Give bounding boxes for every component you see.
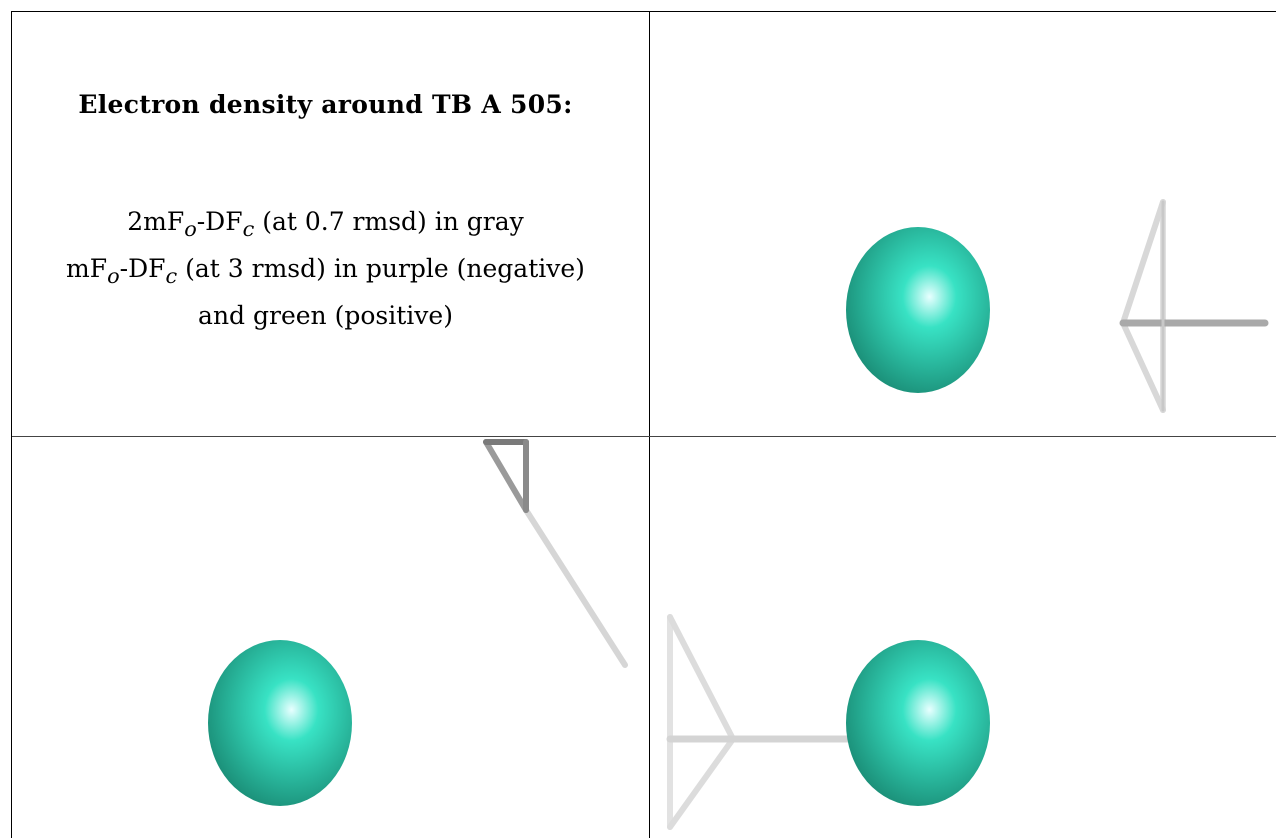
legend-line-positive: and green (positive) bbox=[198, 301, 453, 330]
density-legend: 2mFo-DFc (at 0.7 rmsd) in gray mFo-DFc (… bbox=[12, 202, 639, 335]
atom-sphere bbox=[846, 227, 990, 393]
figure-title: Electron density around TB A 505: bbox=[78, 90, 573, 119]
molecule-view-2 bbox=[208, 439, 628, 806]
atom-sphere bbox=[846, 640, 990, 806]
molecule-view-3 bbox=[666, 614, 990, 830]
atom-sphere bbox=[208, 640, 352, 806]
legend-line-mfo-dfc: mFo-DFc (at 3 rmsd) in purple (negative) bbox=[66, 254, 585, 288]
legend-line-2mfo-dfc: 2mFo-DFc (at 0.7 rmsd) in gray bbox=[127, 207, 524, 241]
figure-grid: Electron density around TB A 505: 2mFo-D… bbox=[11, 11, 1276, 838]
grid-divider-vertical bbox=[649, 12, 650, 838]
stick-model bbox=[483, 439, 628, 668]
grid-divider-horizontal bbox=[12, 436, 1276, 437]
stick-model bbox=[1119, 199, 1269, 413]
stick-model bbox=[666, 614, 859, 830]
caption-panel: Electron density around TB A 505: 2mFo-D… bbox=[12, 12, 649, 436]
view-panel-bottom-left bbox=[12, 437, 649, 838]
molecule-view-1 bbox=[846, 199, 1269, 413]
view-panel-top-right bbox=[650, 12, 1276, 436]
view-panel-bottom-right bbox=[650, 437, 1276, 838]
